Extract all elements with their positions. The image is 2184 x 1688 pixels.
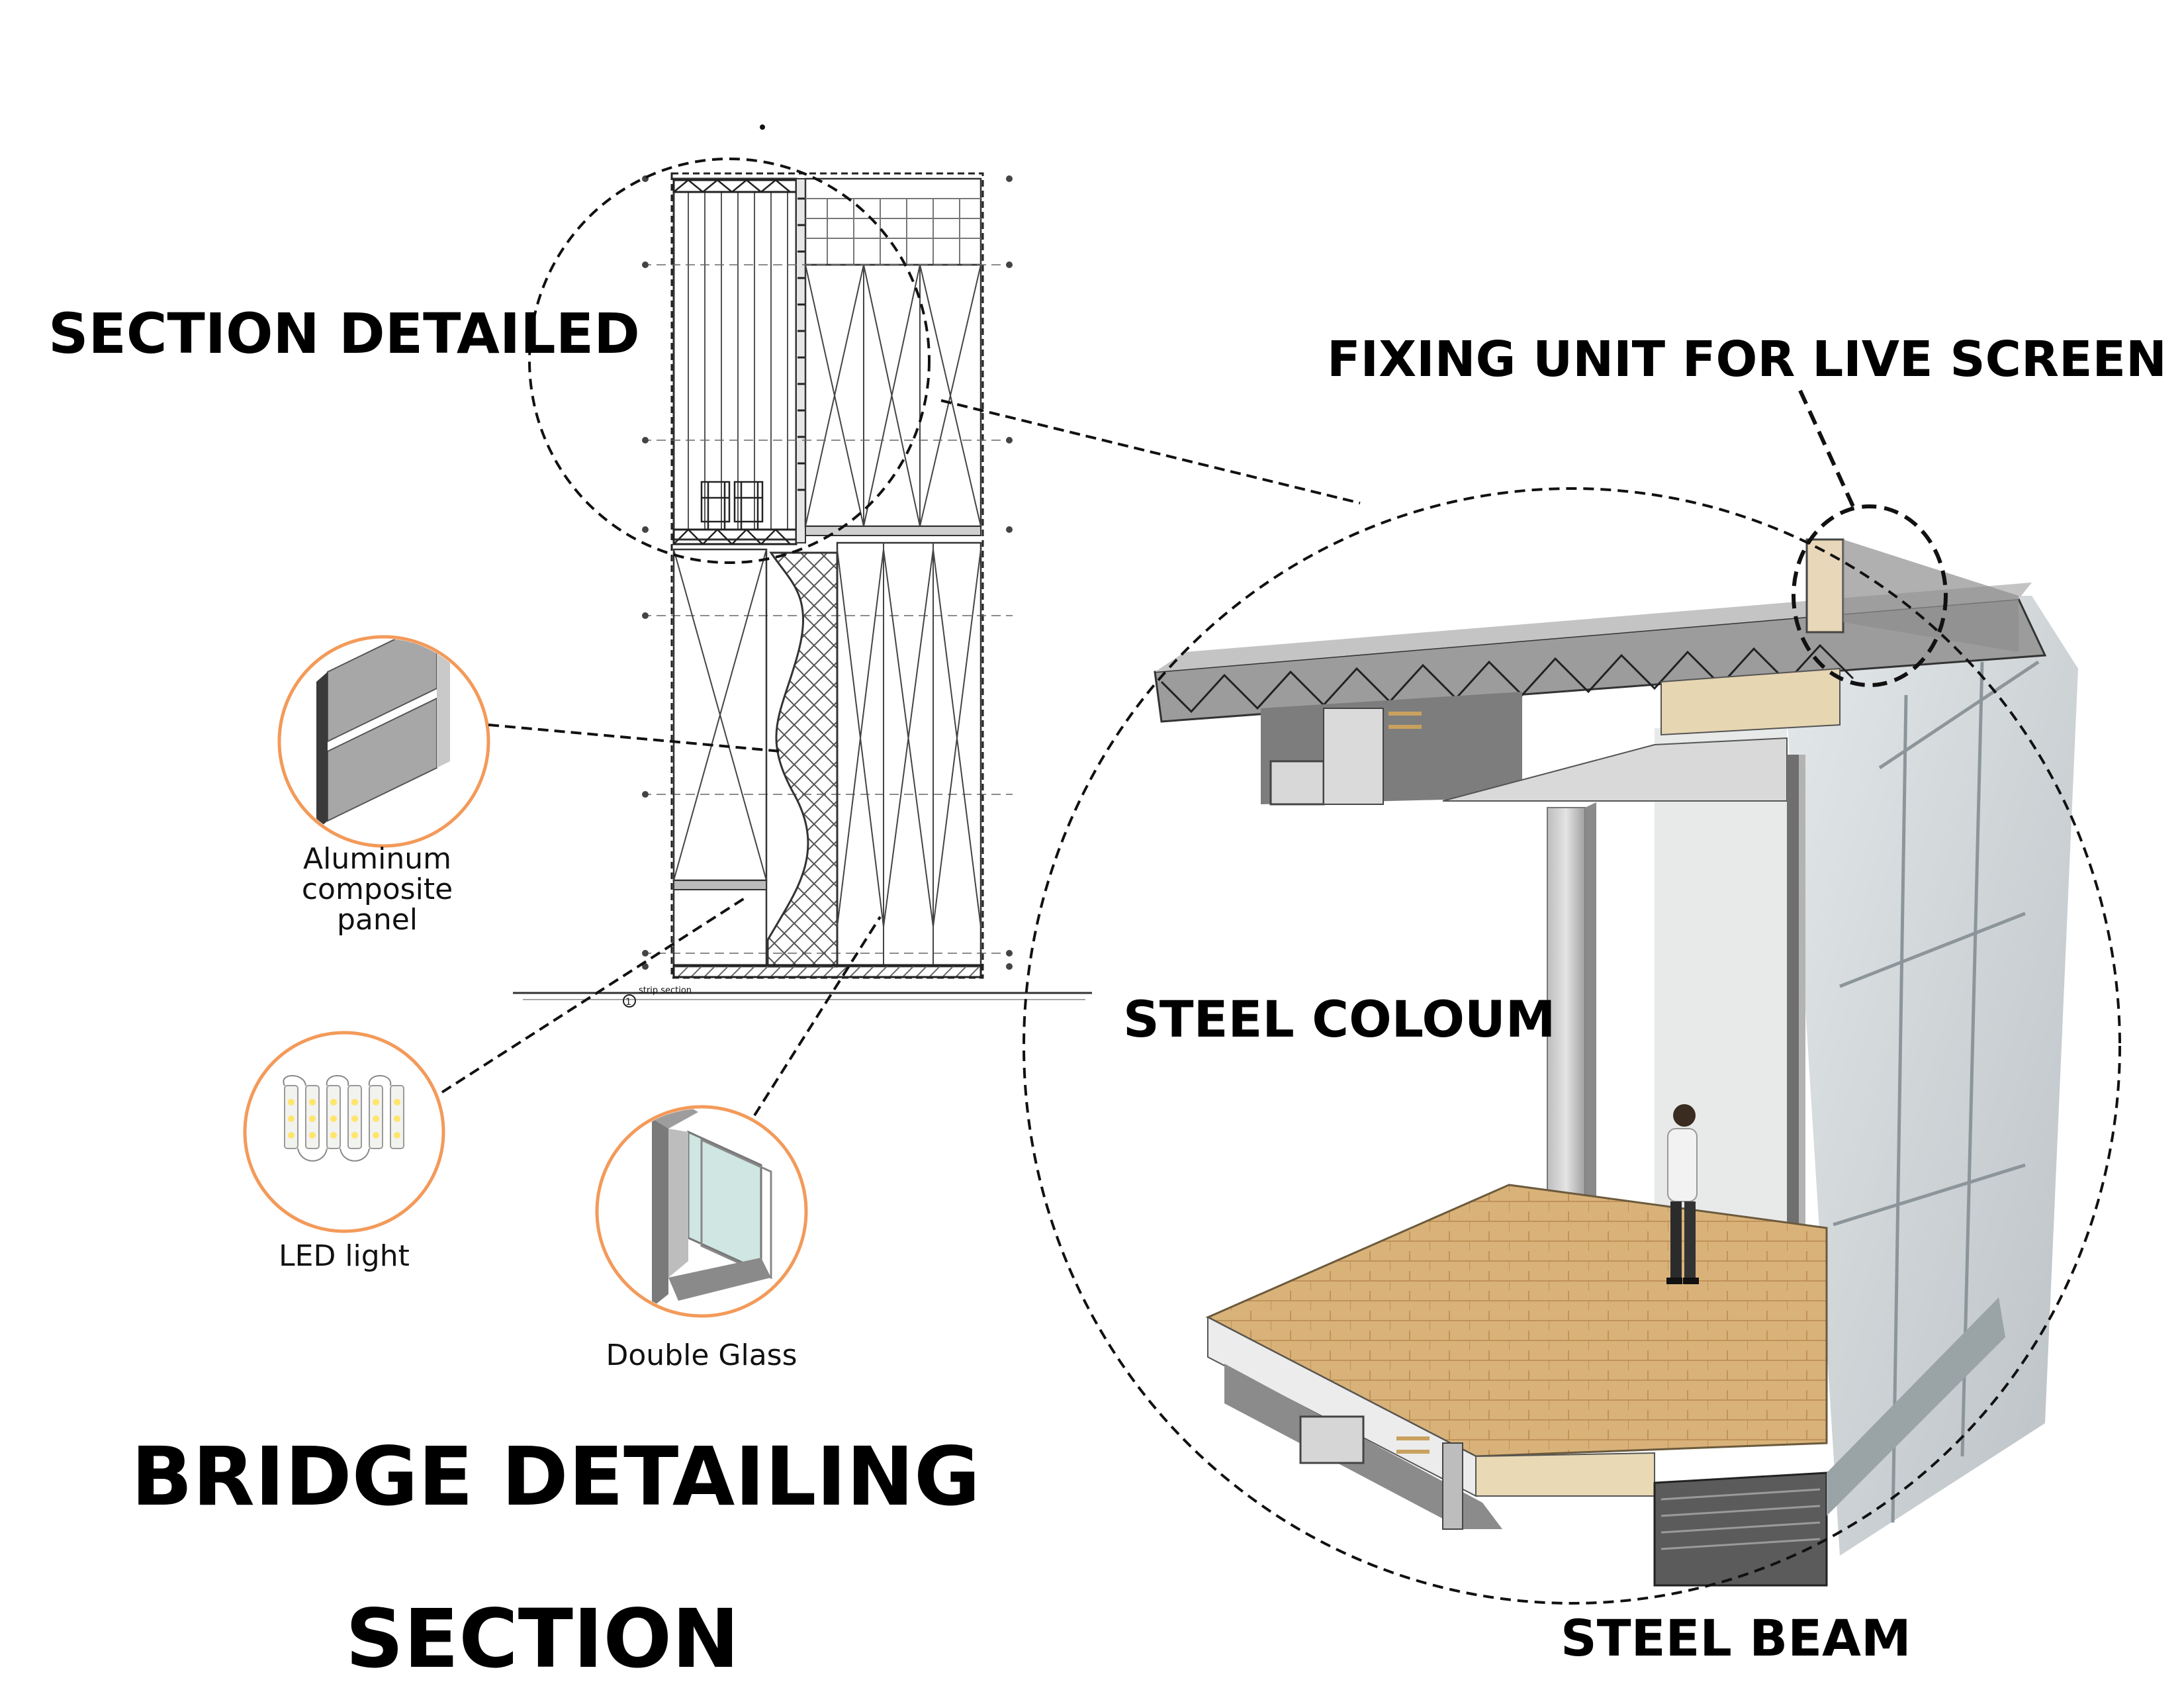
section-detailed-label: SECTION DETAILED [48,301,640,366]
title-line-1: BRIDGE DETAILING [131,1430,981,1524]
steel-column-label: STEEL COLOUM [1123,990,1556,1049]
aluminum-label-line-1: Aluminum [303,842,451,876]
fixing-unit-label: FIXING UNIT FOR LIVE SCREEN [1327,331,2167,388]
aluminum-label-line-3: panel [336,903,418,937]
title-line-2: SECTION [345,1592,740,1686]
double-glass-callout [595,1105,808,1318]
strip-section-caption: strip section [639,986,692,996]
aluminum-panel-callout [277,635,490,848]
glass-callout-label: Double Glass [606,1338,797,1372]
steel-beam-label: STEEL BEAM [1561,1609,1911,1667]
detail-circle-section [528,158,931,564]
bridge-render [1154,538,2078,1587]
leader-lines [441,399,1361,1117]
aluminum-label-line-2: composite [301,872,453,907]
detail-circle-render [1023,487,2121,1605]
section-drawing: 1 [513,124,1092,1008]
person-figure [1666,1104,1699,1284]
svg-text:1: 1 [625,997,631,1008]
aluminum-callout-label: Aluminum composite panel [251,842,503,937]
fixing-unit-circle [1792,504,1948,687]
led-light-callout [243,1031,445,1233]
led-callout-label: LED light [279,1239,410,1273]
